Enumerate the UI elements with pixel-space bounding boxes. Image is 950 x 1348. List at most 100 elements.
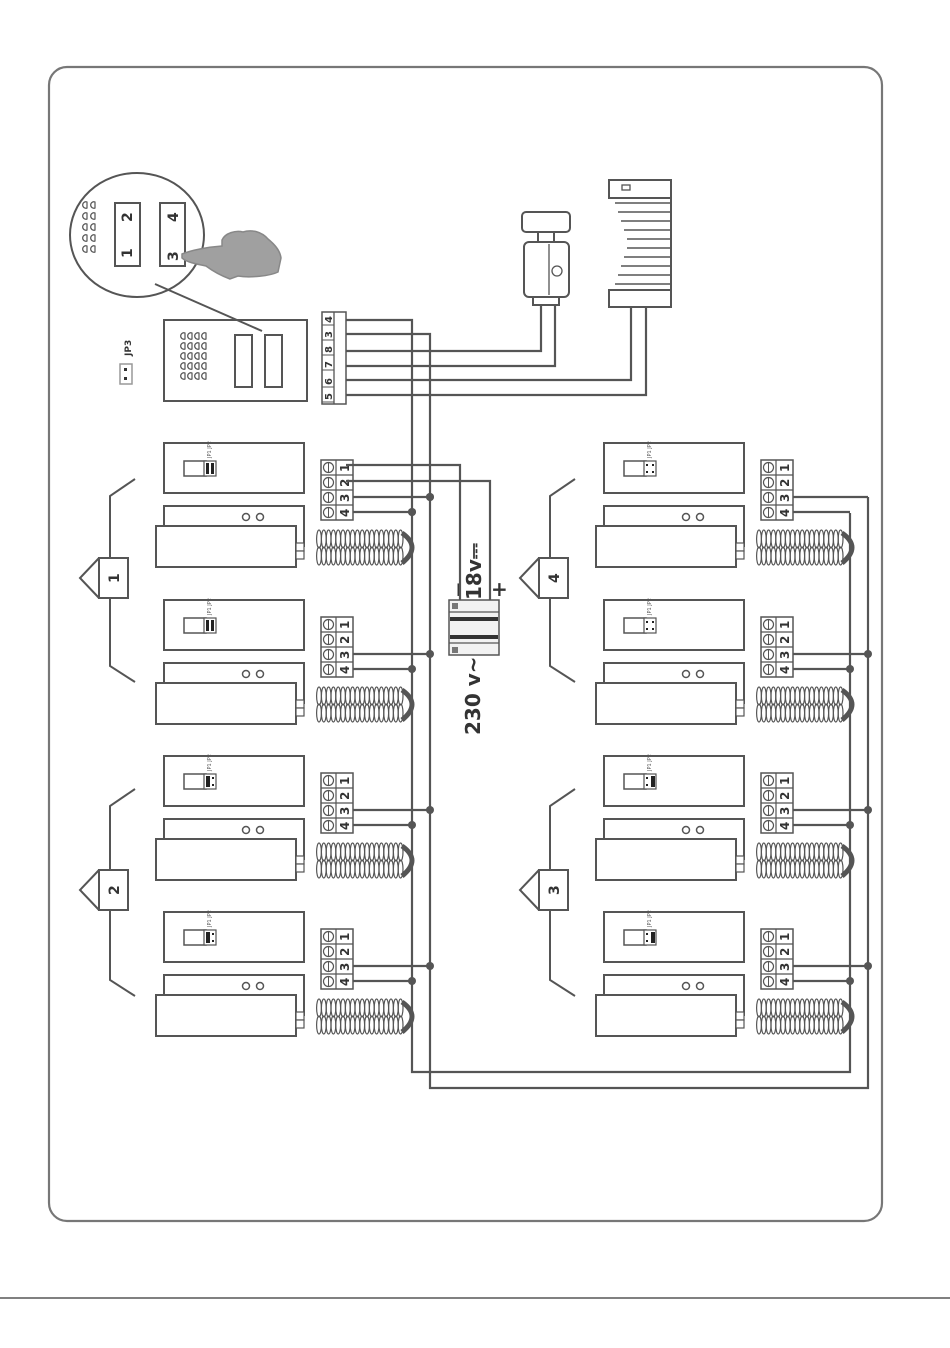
junction-dot bbox=[864, 962, 872, 970]
receiver[interactable] bbox=[156, 839, 296, 880]
receiver[interactable] bbox=[156, 526, 296, 567]
handset-unit[interactable]: JP1 JP2 1 2 3 4 bbox=[596, 441, 852, 567]
receiver[interactable] bbox=[156, 995, 296, 1036]
button-label-1: 1 bbox=[120, 248, 136, 258]
wire bbox=[346, 305, 555, 366]
coiled-cord-icon bbox=[757, 999, 852, 1034]
coiled-cord-icon bbox=[317, 687, 412, 722]
apartment-group-3: 3 bbox=[520, 789, 575, 996]
jumper-block bbox=[184, 930, 206, 945]
terminal-label: 1 bbox=[778, 621, 792, 629]
group-label: 4 bbox=[547, 573, 563, 583]
coiled-cord-icon bbox=[757, 687, 852, 722]
junction-dot bbox=[846, 977, 854, 985]
terminal-label: 1 bbox=[778, 933, 792, 941]
terminal-label: 3 bbox=[778, 494, 792, 502]
junction-dot bbox=[426, 962, 434, 970]
handset-terminal-block: 1234 bbox=[321, 617, 353, 677]
button-label-4: 4 bbox=[166, 212, 182, 222]
terminal-label: 4 bbox=[338, 822, 352, 830]
jumper-label: JP1 JP2 bbox=[207, 441, 213, 459]
terminal-label: 2 bbox=[338, 479, 352, 487]
junction-dot bbox=[408, 821, 416, 829]
psu-plus: + bbox=[491, 577, 508, 601]
jumper-block bbox=[184, 774, 206, 789]
terminal-label: 1 bbox=[338, 777, 352, 785]
junction-dot bbox=[426, 493, 434, 501]
jumper-label: JP1 JP2 bbox=[207, 754, 213, 772]
jumper-label: JP1 JP2 bbox=[647, 441, 653, 459]
panel-speaker-grille-icon bbox=[181, 333, 206, 379]
receiver[interactable] bbox=[596, 526, 736, 567]
coiled-cord-icon bbox=[317, 843, 412, 878]
terminal-label: 1 bbox=[338, 933, 352, 941]
door-terminal-label: 5 bbox=[324, 393, 335, 400]
terminal-label: 2 bbox=[338, 948, 352, 956]
receiver[interactable] bbox=[596, 995, 736, 1036]
junction-dot bbox=[426, 806, 434, 814]
apartment-group-4: 4 bbox=[520, 479, 575, 682]
terminal-label: 4 bbox=[778, 666, 792, 674]
junction-dot bbox=[408, 977, 416, 985]
terminal-label: 1 bbox=[778, 777, 792, 785]
coiled-cord-icon bbox=[317, 999, 412, 1034]
terminal-label: 3 bbox=[778, 963, 792, 971]
apartment-group-2: 2 bbox=[80, 789, 135, 996]
terminal-label: 3 bbox=[778, 807, 792, 815]
receiver[interactable] bbox=[596, 839, 736, 880]
door-panel-terminal-block: 438765 bbox=[322, 312, 346, 404]
jumper-block bbox=[624, 461, 646, 476]
terminal-label: 2 bbox=[338, 636, 352, 644]
jumper-label: JP1 JP2 bbox=[647, 910, 653, 928]
power-supply: − 18v⎓ + 230 v~ bbox=[446, 543, 508, 735]
terminal-label: 2 bbox=[778, 948, 792, 956]
terminal-label: 2 bbox=[338, 792, 352, 800]
jumper-block bbox=[184, 461, 206, 476]
junction-dot bbox=[408, 665, 416, 673]
jp3-label: JP3 bbox=[124, 340, 134, 357]
terminal-label: 1 bbox=[778, 464, 792, 472]
terminal-label: 1 bbox=[338, 621, 352, 629]
receiver[interactable] bbox=[156, 683, 296, 724]
terminal-label: 4 bbox=[778, 509, 792, 517]
wire bbox=[346, 307, 631, 380]
jumper-label: JP1 JP2 bbox=[207, 598, 213, 616]
terminal-label: 2 bbox=[778, 479, 792, 487]
jumper-block bbox=[624, 930, 646, 945]
coiled-cord-icon bbox=[757, 843, 852, 878]
speaker-grille-icon bbox=[83, 202, 95, 252]
door-panel-zoom-callout: 1 2 3 4 bbox=[70, 173, 281, 331]
terminal-label: 3 bbox=[338, 807, 352, 815]
coiled-cord-icon bbox=[757, 530, 852, 565]
receiver[interactable] bbox=[596, 683, 736, 724]
junction-dot bbox=[846, 821, 854, 829]
panel-call-button-1[interactable] bbox=[235, 335, 252, 387]
terminal-label: 3 bbox=[338, 963, 352, 971]
jumper-block bbox=[624, 774, 646, 789]
group-label: 1 bbox=[107, 573, 123, 583]
terminal-label: 3 bbox=[338, 494, 352, 502]
button-label-3: 3 bbox=[166, 251, 182, 261]
jumper-block bbox=[624, 618, 646, 633]
hand-pointer-icon bbox=[182, 231, 281, 279]
group-label: 3 bbox=[547, 885, 563, 895]
panel-call-button-2[interactable] bbox=[265, 335, 282, 387]
coiled-cord-icon bbox=[317, 530, 412, 565]
door-terminal-label: 3 bbox=[324, 331, 335, 338]
terminal-label: 4 bbox=[778, 822, 792, 830]
handset-unit[interactable]: JP1 JP2 1 2 3 4 bbox=[156, 754, 412, 880]
wire bbox=[346, 305, 541, 351]
terminal-label: 4 bbox=[338, 509, 352, 517]
junction-dot bbox=[846, 665, 854, 673]
junction-dot bbox=[408, 508, 416, 516]
handset-terminal-block: 1234 bbox=[761, 617, 793, 677]
